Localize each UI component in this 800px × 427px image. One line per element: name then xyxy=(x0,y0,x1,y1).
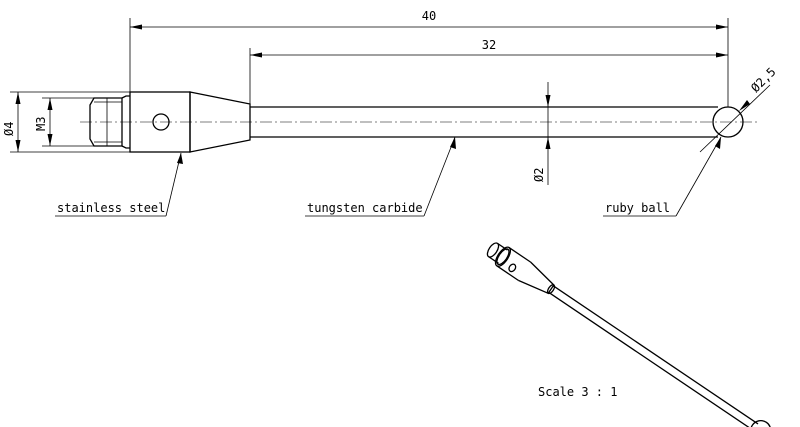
shank-diameter-value: Ø2 xyxy=(532,168,546,182)
dimension-body-diameter: Ø4 xyxy=(2,91,130,153)
stylus-isometric-view xyxy=(486,242,772,427)
leader-stainless-steel: stainless steel xyxy=(55,152,183,217)
dimension-shank-diameter: Ø2 xyxy=(532,82,551,185)
body-taper xyxy=(189,91,251,153)
carbide-shank xyxy=(250,106,718,138)
body-diameter-value: Ø4 xyxy=(2,122,16,136)
scale-note: Scale 3 : 1 xyxy=(538,385,617,399)
dimension-thread: M3 xyxy=(34,97,94,147)
stylus-side-view xyxy=(80,91,760,153)
dimension-overall-length: 40 xyxy=(129,9,729,107)
dimension-ball-diameter: Ø2,5 xyxy=(699,65,779,153)
leader-ruby-ball: ruby ball xyxy=(603,136,722,217)
label-ruby-ball: ruby ball xyxy=(605,201,670,215)
ball-diameter-value: Ø2,5 xyxy=(748,65,778,95)
shank-length-value: 32 xyxy=(482,38,496,52)
thread-value: M3 xyxy=(34,117,48,131)
overall-length-value: 40 xyxy=(422,9,436,23)
dimension-shank-length: 32 xyxy=(249,38,728,104)
leader-tungsten-carbide: tungsten carbide xyxy=(305,136,456,217)
label-tungsten-carbide: tungsten carbide xyxy=(307,201,423,215)
label-stainless-steel: stainless steel xyxy=(57,201,165,215)
